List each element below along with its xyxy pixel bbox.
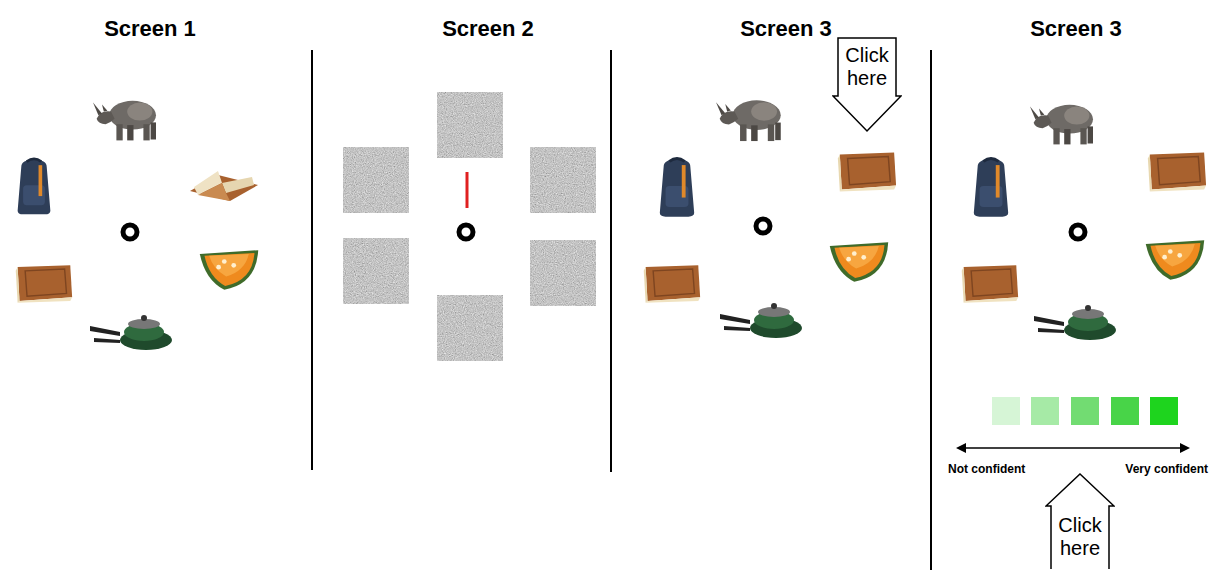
- backpack: [18, 159, 51, 214]
- noise-mask: [343, 147, 409, 213]
- noise-mask: [530, 240, 596, 306]
- divider: [930, 50, 932, 570]
- divider: [610, 50, 612, 472]
- screen-2-masks: [343, 92, 596, 361]
- scale-arrowhead: [956, 443, 966, 453]
- screen-title: Screen 1: [104, 16, 196, 42]
- book: [644, 265, 700, 303]
- pumpkin: [200, 250, 258, 290]
- click-label: Click here: [1057, 514, 1103, 560]
- backpack: [660, 158, 694, 216]
- book: [16, 265, 72, 303]
- scale-line: [962, 447, 1184, 449]
- screen-title: Screen 3: [1030, 16, 1122, 42]
- confidence-square: [1031, 397, 1059, 425]
- pan: [720, 303, 802, 338]
- divider: [311, 50, 313, 470]
- fixation: [1071, 225, 1085, 239]
- fixation: [459, 225, 473, 239]
- rhino: [1030, 105, 1093, 145]
- pumpkin: [830, 242, 888, 282]
- block-arrow-shape: [833, 38, 901, 131]
- noise-mask: [530, 147, 596, 213]
- screen-title: Screen 2: [442, 16, 534, 42]
- book: [1148, 153, 1206, 192]
- fixation: [123, 225, 137, 239]
- book: [838, 153, 896, 192]
- pumpkin: [1146, 240, 1204, 280]
- click-arrow: Click here: [838, 38, 896, 132]
- screen-1-objects: [16, 101, 258, 350]
- open-book: [190, 171, 258, 201]
- scale-label: Very confident: [1125, 462, 1208, 476]
- screen-3-confidence: [956, 105, 1206, 453]
- backpack: [974, 158, 1008, 216]
- book: [962, 265, 1018, 303]
- block-arrow-shape: [1046, 474, 1114, 569]
- scale-label: Not confident: [948, 462, 1025, 476]
- confidence-square: [992, 397, 1020, 425]
- fixation: [756, 219, 770, 233]
- confidence-square: [1150, 397, 1178, 425]
- pan: [1034, 305, 1116, 340]
- click-arrow: Click here: [1051, 474, 1109, 568]
- screen-title: Screen 3: [740, 16, 832, 42]
- noise-mask: [437, 295, 503, 361]
- cue-line: [466, 172, 469, 208]
- screen-3-objects: [644, 100, 896, 338]
- noise-mask: [437, 92, 503, 158]
- rhino: [716, 100, 781, 141]
- click-label: Click here: [844, 44, 890, 90]
- confidence-square: [1111, 397, 1139, 425]
- noise-mask: [343, 238, 409, 304]
- pan: [90, 315, 172, 350]
- confidence-square: [1071, 397, 1099, 425]
- rhino: [93, 101, 156, 141]
- scale-arrowhead: [1180, 443, 1190, 453]
